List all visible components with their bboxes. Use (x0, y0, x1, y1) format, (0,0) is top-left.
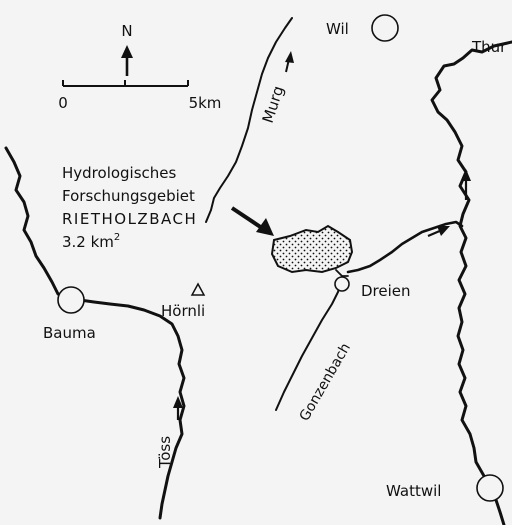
north-label: N (121, 22, 132, 40)
thur-river (430, 40, 512, 525)
dreien-label: Dreien (361, 282, 411, 300)
study-area-line2: Forschungsgebiet (62, 187, 195, 205)
murg-river (205, 17, 293, 223)
tributary-flow-arrow (427, 226, 450, 238)
toss-label: Töss (156, 436, 174, 469)
bauma-marker (57, 286, 85, 314)
north-arrow: N (121, 22, 133, 76)
hoernli-label: Hörnli (161, 302, 205, 320)
toss-flow-arrow (173, 396, 183, 420)
scale-bar: 0 5km (58, 80, 221, 112)
dreien-marker (334, 276, 350, 292)
study-area-size-value: 3.2 km (62, 233, 114, 251)
wattwil-label: Wattwil (386, 482, 441, 500)
wil-marker (371, 14, 399, 42)
bauma-label: Bauma (43, 324, 96, 342)
hoernli-peak-marker (190, 282, 206, 296)
murg-label: Murg (259, 84, 288, 126)
study-area-size: 3.2 km2 (62, 232, 120, 251)
study-area-line3: RIETHOLZBACH (62, 210, 197, 228)
thur-flow-arrow (461, 169, 471, 200)
gonzenbach-river (275, 283, 341, 411)
toss-river (4, 146, 186, 520)
scale-end-label: 5km (189, 94, 222, 112)
rietholzbach-catchment (270, 224, 354, 274)
study-area-label: Hydrologisches Forschungsgebiet RIETHOLZ… (62, 164, 197, 251)
thur-label: Thur (471, 38, 507, 56)
murg-flow-arrow (285, 51, 294, 73)
study-area-size-exp: 2 (114, 232, 120, 243)
wil-label: Wil (326, 20, 349, 38)
scale-start-label: 0 (58, 94, 68, 112)
catchment-outflow (335, 269, 349, 277)
gonzenbach-label: Gonzenbach (297, 341, 354, 424)
study-area-pointer (230, 206, 274, 236)
dreien-tributary (346, 220, 464, 274)
north-arrow-head (121, 45, 133, 58)
study-area-line1: Hydrologisches (62, 164, 177, 182)
wattwil-marker (476, 474, 504, 502)
